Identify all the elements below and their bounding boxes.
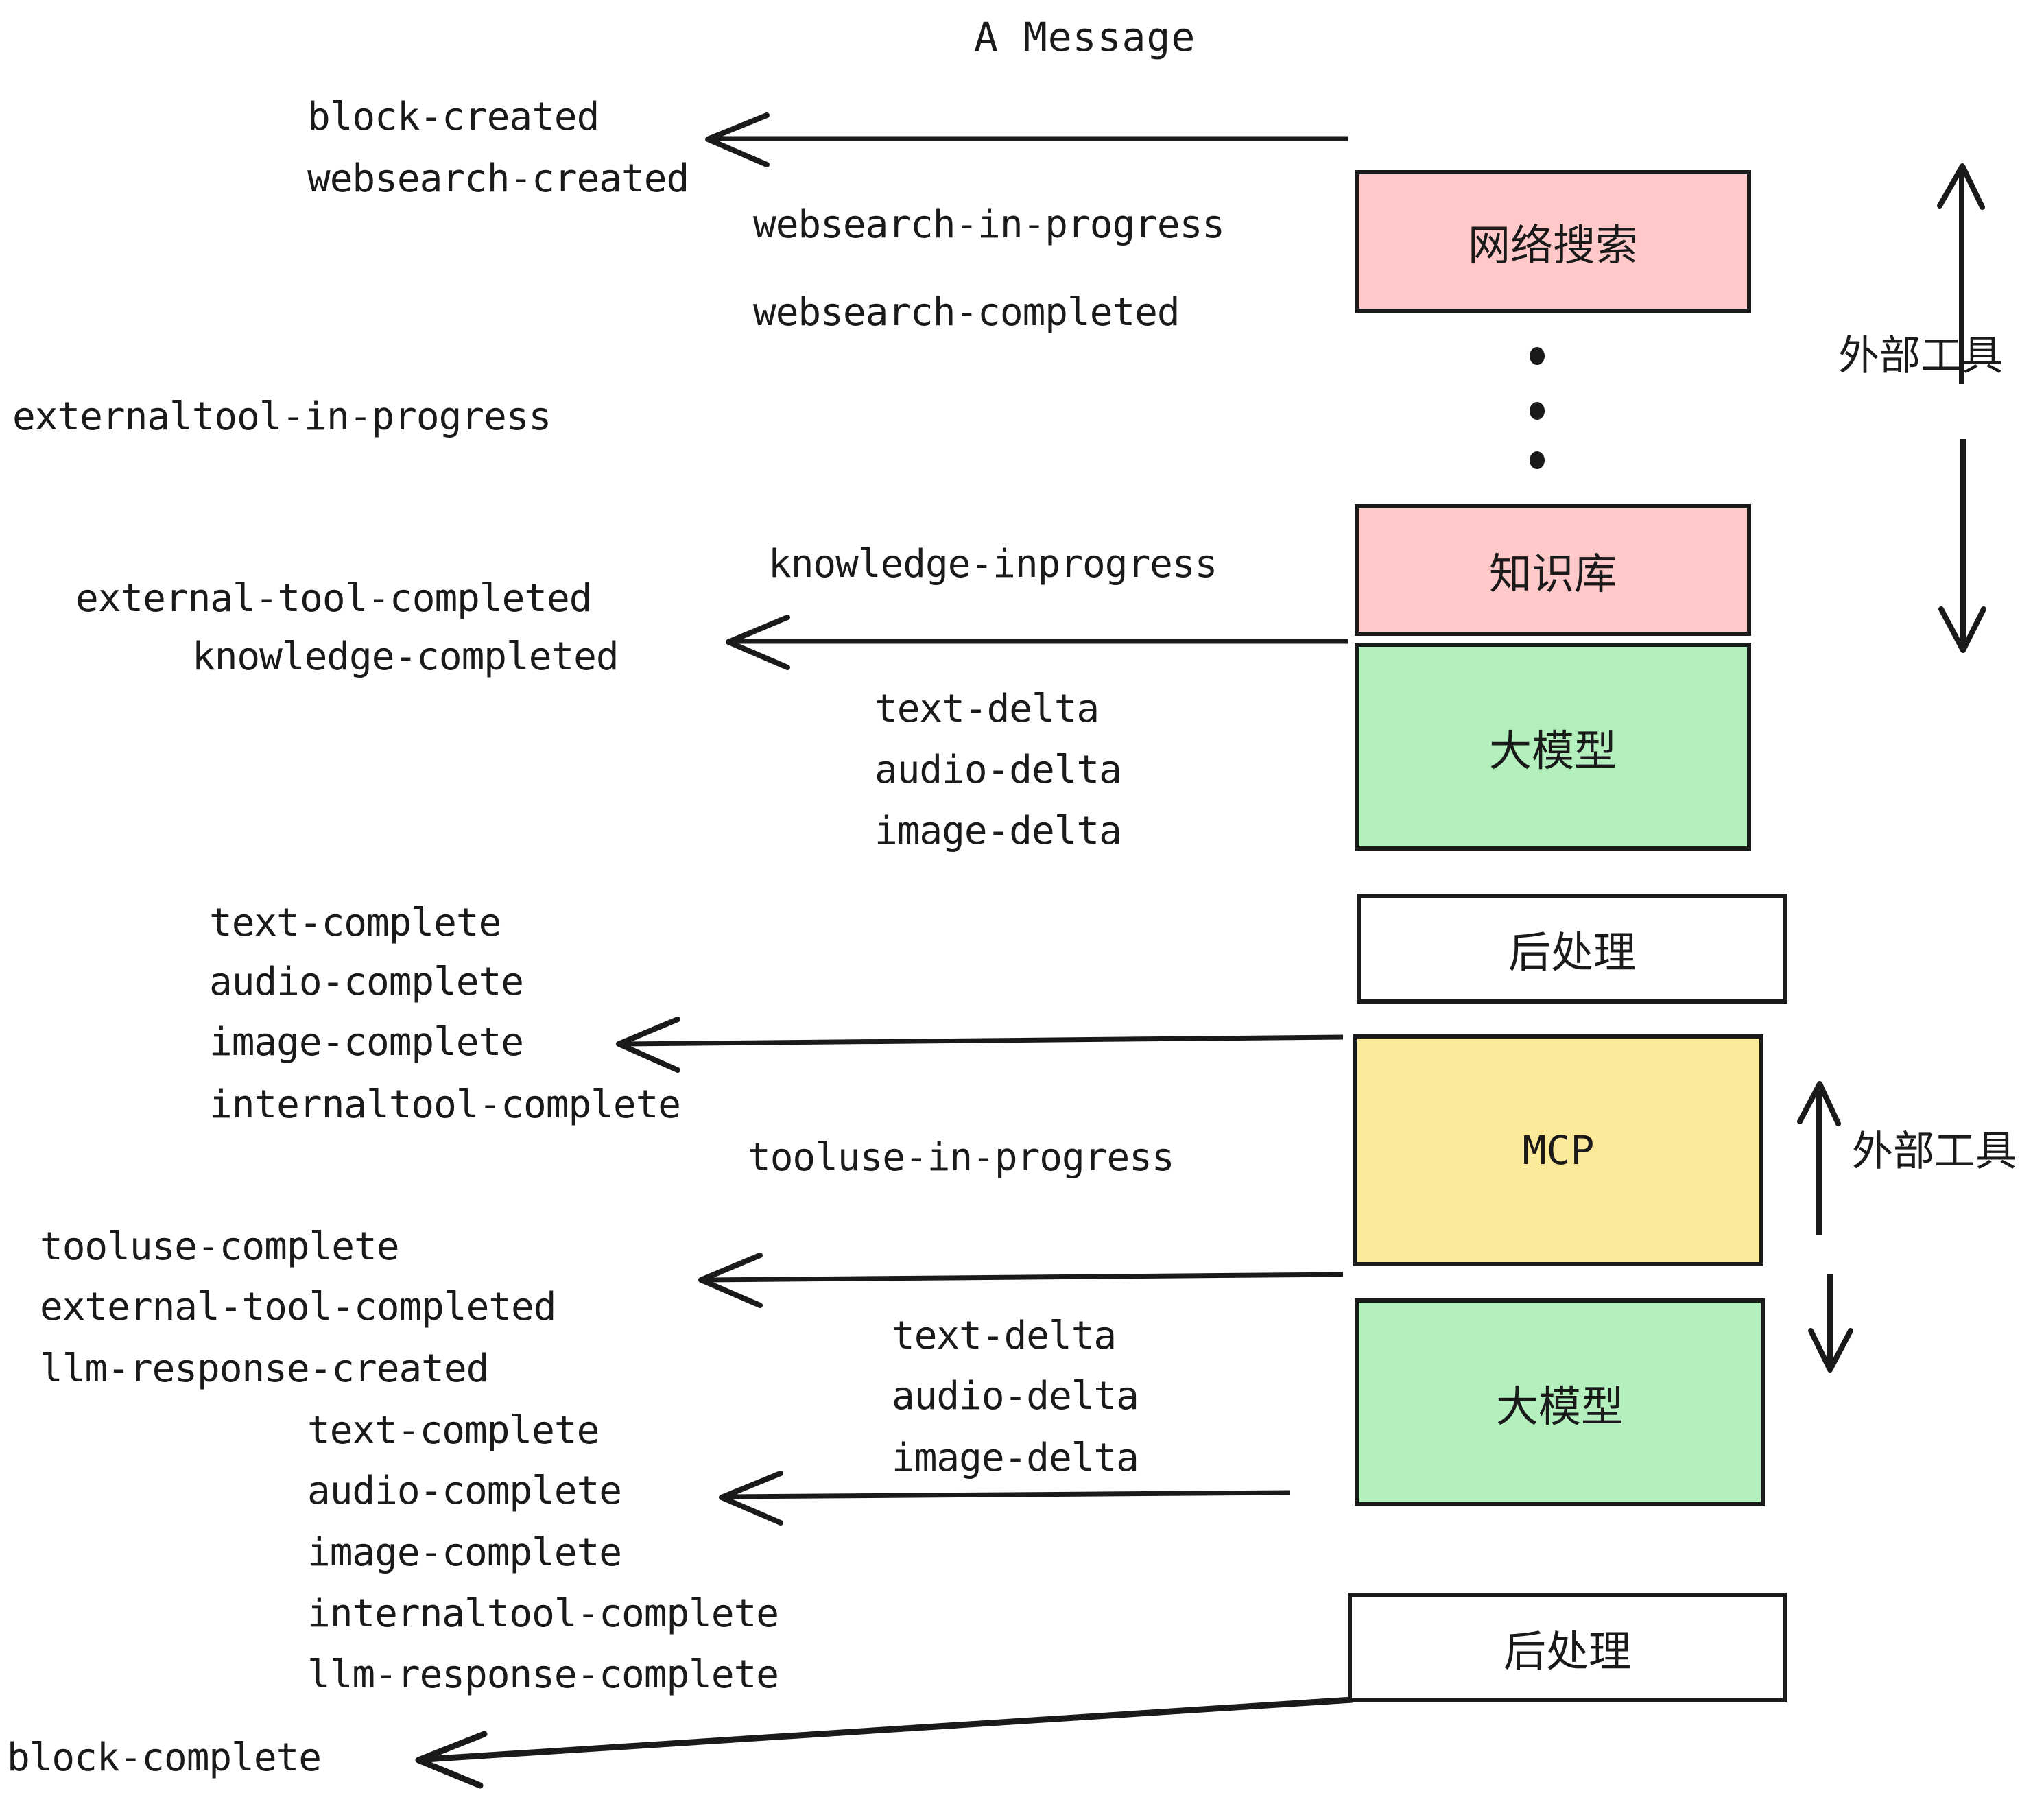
node-llm-2[interactable]: 大模型 [1355, 1298, 1765, 1506]
node-mcp-label: MCP [1522, 1127, 1595, 1174]
event-label-llm-response-complete: llm-response-complete [307, 1652, 779, 1697]
event-label-text-delta-1: text-delta [875, 687, 1100, 731]
event-label-llm-response-created: llm-response-created [40, 1346, 489, 1391]
event-label-external-tool-completed-1: external-tool-completed [75, 576, 592, 621]
group-label-external-tool-top: 外部工具 [1838, 332, 2003, 380]
event-label-block-complete: block-complete [7, 1735, 322, 1780]
external-tool-range-bottom [1797, 1081, 1853, 1373]
node-knowledge[interactable]: 知识库 [1355, 504, 1751, 636]
external-tool-range-top [1937, 163, 1986, 653]
event-label-audio-delta-1: audio-delta [875, 748, 1122, 792]
event-label-websearch-in-progress: websearch-in-progress [753, 202, 1225, 247]
ellipsis-dot [1530, 402, 1545, 420]
page-title: A Message [974, 14, 1196, 60]
node-postprocess-2[interactable]: 后处理 [1348, 1593, 1787, 1702]
event-label-websearch-created: websearch-created [307, 156, 689, 201]
node-llm-2-label: 大模型 [1495, 1381, 1624, 1432]
arrow-llm2-to-audio-complete [719, 1471, 1290, 1526]
node-postprocess-2-label: 后处理 [1503, 1626, 1631, 1676]
event-label-audio-complete-2: audio-complete [307, 1469, 622, 1513]
event-label-block-created: block-created [307, 95, 599, 139]
ellipsis-dot [1530, 451, 1545, 469]
event-label-image-complete-1: image-complete [209, 1020, 524, 1065]
event-label-text-complete-1: text-complete [209, 901, 501, 945]
event-label-audio-complete-1: audio-complete [209, 960, 524, 1004]
event-label-knowledge-inprogress: knowledge-inprogress [768, 542, 1217, 586]
event-label-text-delta-2: text-delta [892, 1314, 1117, 1358]
node-postprocess-1-label: 后处理 [1508, 927, 1636, 977]
group-label-external-tool-bottom: 外部工具 [1852, 1128, 2017, 1176]
arrow-mcp-to-tooluse-complete [698, 1253, 1344, 1308]
ellipsis-dot [1530, 347, 1545, 365]
event-label-external-tool-completed-2: external-tool-completed [40, 1285, 556, 1329]
event-label-internaltool-complete-1: internaltool-complete [209, 1082, 681, 1127]
event-label-knowledge-completed: knowledge-completed [192, 634, 619, 679]
event-label-tooluse-complete: tooluse-complete [40, 1224, 399, 1269]
event-label-internaltool-complete-2: internaltool-complete [307, 1591, 779, 1636]
arrow-knowledge-to-knowledge-completed [726, 615, 1348, 670]
node-llm-1-label: 大模型 [1488, 725, 1617, 776]
event-label-image-delta-2: image-delta [892, 1436, 1139, 1480]
node-websearch[interactable]: 网络搜索 [1355, 170, 1751, 313]
arrow-websearch-to-block-created [705, 112, 1348, 167]
node-knowledge-label: 知识库 [1488, 549, 1617, 599]
node-websearch-label: 网络搜索 [1467, 220, 1638, 270]
arrow-postprocess1-to-image-complete [616, 1017, 1344, 1073]
event-label-tooluse-in-progress: tooluse-in-progress [748, 1135, 1175, 1180]
arrow-postprocess2-to-block-complete [415, 1696, 1353, 1789]
event-label-externaltool-in-progress: externaltool-in-progress [12, 394, 551, 439]
node-llm-1[interactable]: 大模型 [1355, 643, 1751, 851]
node-postprocess-1[interactable]: 后处理 [1357, 894, 1787, 1004]
event-label-audio-delta-2: audio-delta [892, 1374, 1139, 1419]
event-label-text-complete-2: text-complete [307, 1408, 599, 1453]
node-mcp[interactable]: MCP [1353, 1034, 1763, 1266]
event-label-image-delta-1: image-delta [875, 809, 1122, 853]
event-label-websearch-completed: websearch-completed [753, 290, 1180, 335]
event-label-image-complete-2: image-complete [307, 1530, 622, 1575]
